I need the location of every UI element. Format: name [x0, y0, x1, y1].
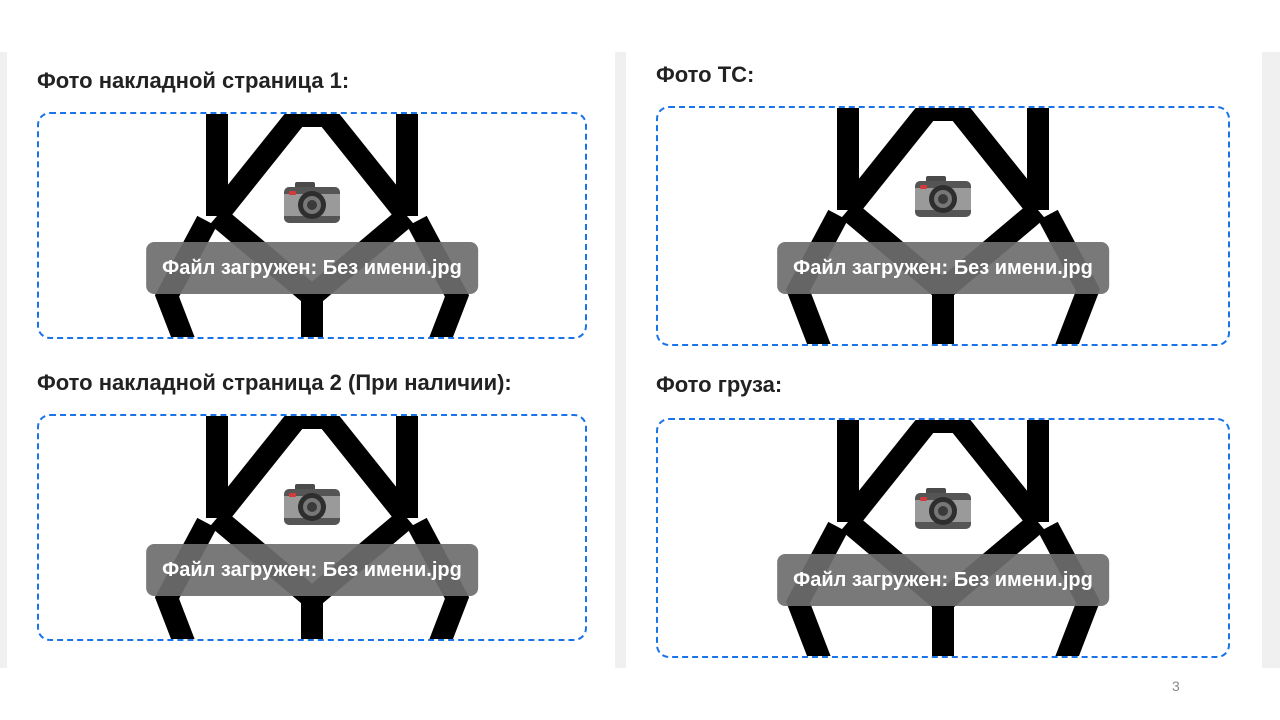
camera-icon — [914, 486, 972, 530]
dropzone-vehicle[interactable]: Файл загружен: Без имени.jpg — [656, 106, 1230, 346]
dropzone-waybill-page-2[interactable]: Файл загружен: Без имени.jpg — [37, 414, 587, 641]
camera-icon — [283, 180, 341, 224]
dropzone-waybill-page-1[interactable]: Файл загружен: Без имени.jpg — [37, 112, 587, 339]
screenshot-area: Фото накладной страница 1: Файл загружен… — [0, 52, 1280, 668]
photo-preview — [72, 112, 552, 339]
left-panel: Фото накладной страница 1: Файл загружен… — [7, 52, 615, 668]
upload-status: Файл загружен: Без имени.jpg — [146, 242, 478, 294]
upload-status: Файл загружен: Без имени.jpg — [777, 554, 1109, 606]
upload-status: Файл загружен: Без имени.jpg — [146, 544, 478, 596]
upload-label-cargo: Фото груза: — [656, 372, 783, 397]
slide-page-number: 3 — [1172, 678, 1180, 694]
dropzone-cargo[interactable]: Файл загружен: Без имени.jpg — [656, 418, 1230, 658]
upload-label-waybill-page-2: Фото накладной страница 2 (При наличии): — [37, 370, 512, 395]
photo-preview — [703, 106, 1183, 346]
photo-preview — [703, 418, 1183, 658]
camera-icon — [914, 174, 972, 218]
upload-label-vehicle: Фото ТС: — [656, 62, 755, 87]
upload-label-waybill-page-1: Фото накладной страница 1: — [37, 68, 350, 93]
right-panel: Фото ТС: Файл загружен: Без имени.jpg Фо… — [626, 52, 1262, 668]
upload-status: Файл загружен: Без имени.jpg — [777, 242, 1109, 294]
camera-icon — [283, 482, 341, 526]
photo-preview — [72, 414, 552, 641]
